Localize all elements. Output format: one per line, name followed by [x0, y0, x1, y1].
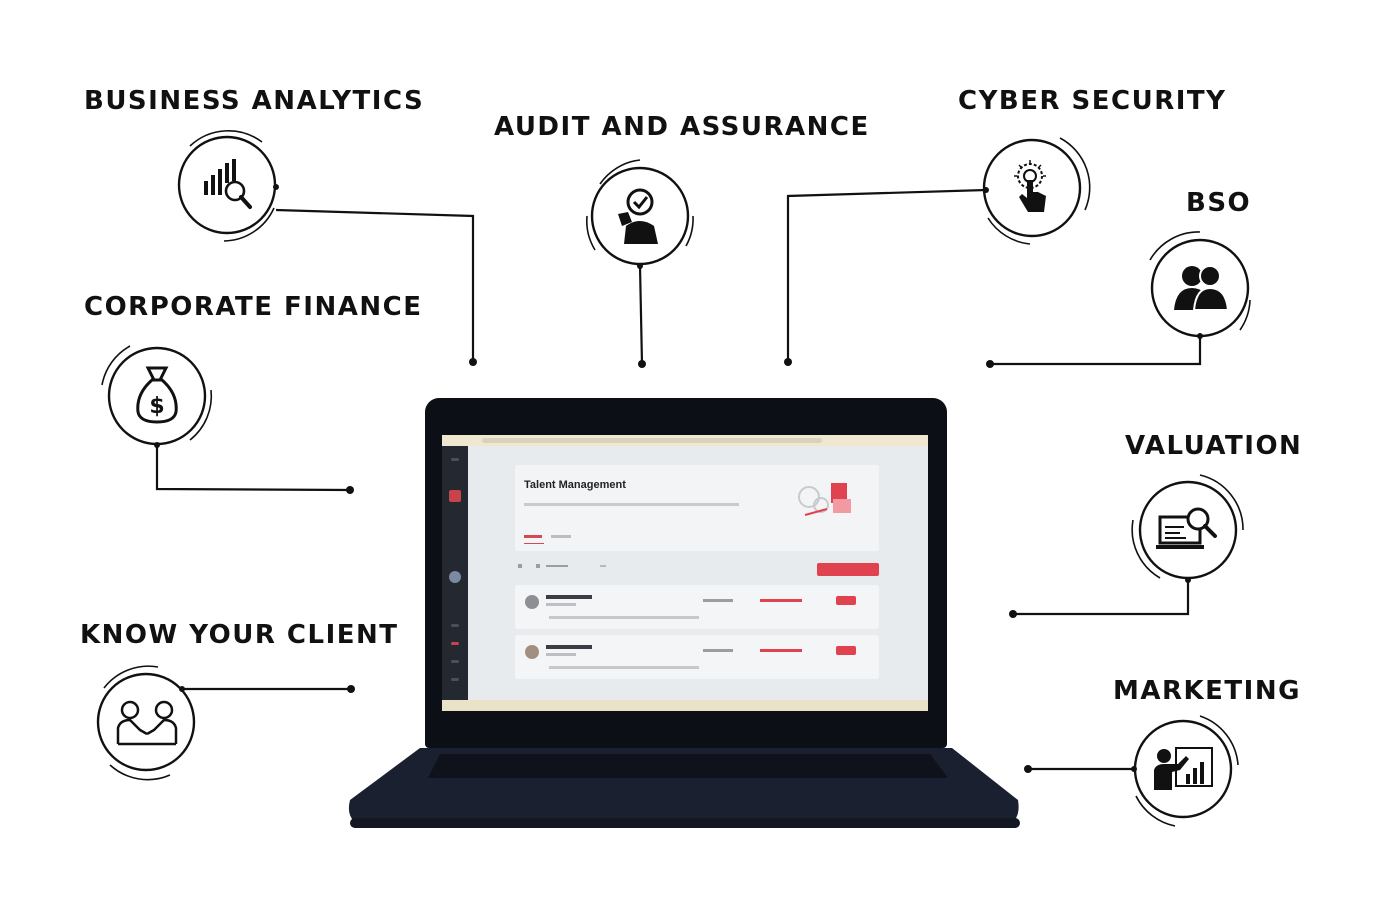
sidebar-nav-icon	[451, 660, 459, 663]
fingerprint-touch-icon	[1014, 160, 1046, 212]
label-know-your-client: KNOW YOUR CLIENT	[80, 620, 399, 650]
connector-valuation	[1013, 580, 1190, 616]
sidebar-nav-icon	[451, 642, 459, 645]
book-button[interactable]	[836, 646, 856, 655]
person-checkmark-icon	[618, 188, 658, 244]
tab-search[interactable]	[524, 535, 542, 538]
app-logo-icon	[449, 490, 461, 502]
connector-bso	[990, 336, 1202, 366]
skill-tags	[549, 666, 699, 669]
avatar	[525, 595, 539, 609]
label-bso: BSO	[1186, 188, 1252, 218]
sidebar-menu-icon	[451, 458, 459, 461]
page-subtitle	[524, 503, 739, 506]
list-item[interactable]	[515, 635, 879, 679]
bar-chart-magnifier-icon	[204, 159, 252, 209]
browser-address-bar	[442, 435, 928, 446]
avatar	[525, 645, 539, 659]
header-illustration	[798, 483, 851, 516]
label-cyber-security: CYBER SECURITY	[958, 86, 1227, 116]
avatar	[449, 571, 461, 583]
laptop-screen: Talent Management	[442, 435, 928, 711]
browser-url-field	[482, 438, 822, 443]
tab-indicator	[524, 543, 544, 544]
sidebar-nav-icon	[451, 624, 459, 627]
candidate-role	[546, 653, 576, 656]
candidate-role	[546, 603, 576, 606]
connector-business-analytics	[275, 208, 475, 362]
list-item[interactable]	[515, 585, 879, 629]
page-title: Talent Management	[524, 479, 626, 491]
label-valuation: VALUATION	[1125, 431, 1303, 461]
candidate-name	[546, 645, 592, 649]
money-bag-icon: $	[136, 366, 178, 424]
book-button[interactable]	[836, 596, 856, 605]
talent-management-header: Talent Management	[515, 465, 879, 551]
two-people-icon	[1174, 265, 1230, 311]
app-sidebar	[442, 446, 468, 700]
label-corporate-finance: CORPORATE FINANCE	[84, 292, 423, 322]
connector-audit	[638, 265, 644, 365]
connector-corporate-finance	[155, 445, 351, 492]
laptop-search-icon	[1156, 507, 1217, 549]
sidebar-nav-icon	[451, 678, 459, 681]
candidate-rate	[703, 599, 733, 602]
filter-bar[interactable]	[518, 563, 608, 569]
skill-tags	[549, 616, 699, 619]
availability-link[interactable]	[760, 649, 802, 652]
label-audit-and-assurance: AUDIT AND ASSURANCE	[494, 112, 870, 142]
presenter-chart-icon	[1154, 747, 1213, 790]
label-marketing: MARKETING	[1113, 676, 1301, 706]
tab-requests[interactable]	[551, 535, 571, 538]
svg-text:$: $	[149, 394, 164, 419]
label-business-analytics: BUSINESS ANALYTICS	[84, 86, 425, 116]
connector-cyber-security	[786, 188, 987, 362]
candidate-rate	[703, 649, 733, 652]
screen-bottom-bar	[442, 700, 928, 711]
handshake-people-icon	[116, 700, 178, 746]
candidate-name	[546, 595, 592, 599]
add-request-button[interactable]	[817, 563, 879, 576]
availability-link[interactable]	[760, 599, 802, 602]
